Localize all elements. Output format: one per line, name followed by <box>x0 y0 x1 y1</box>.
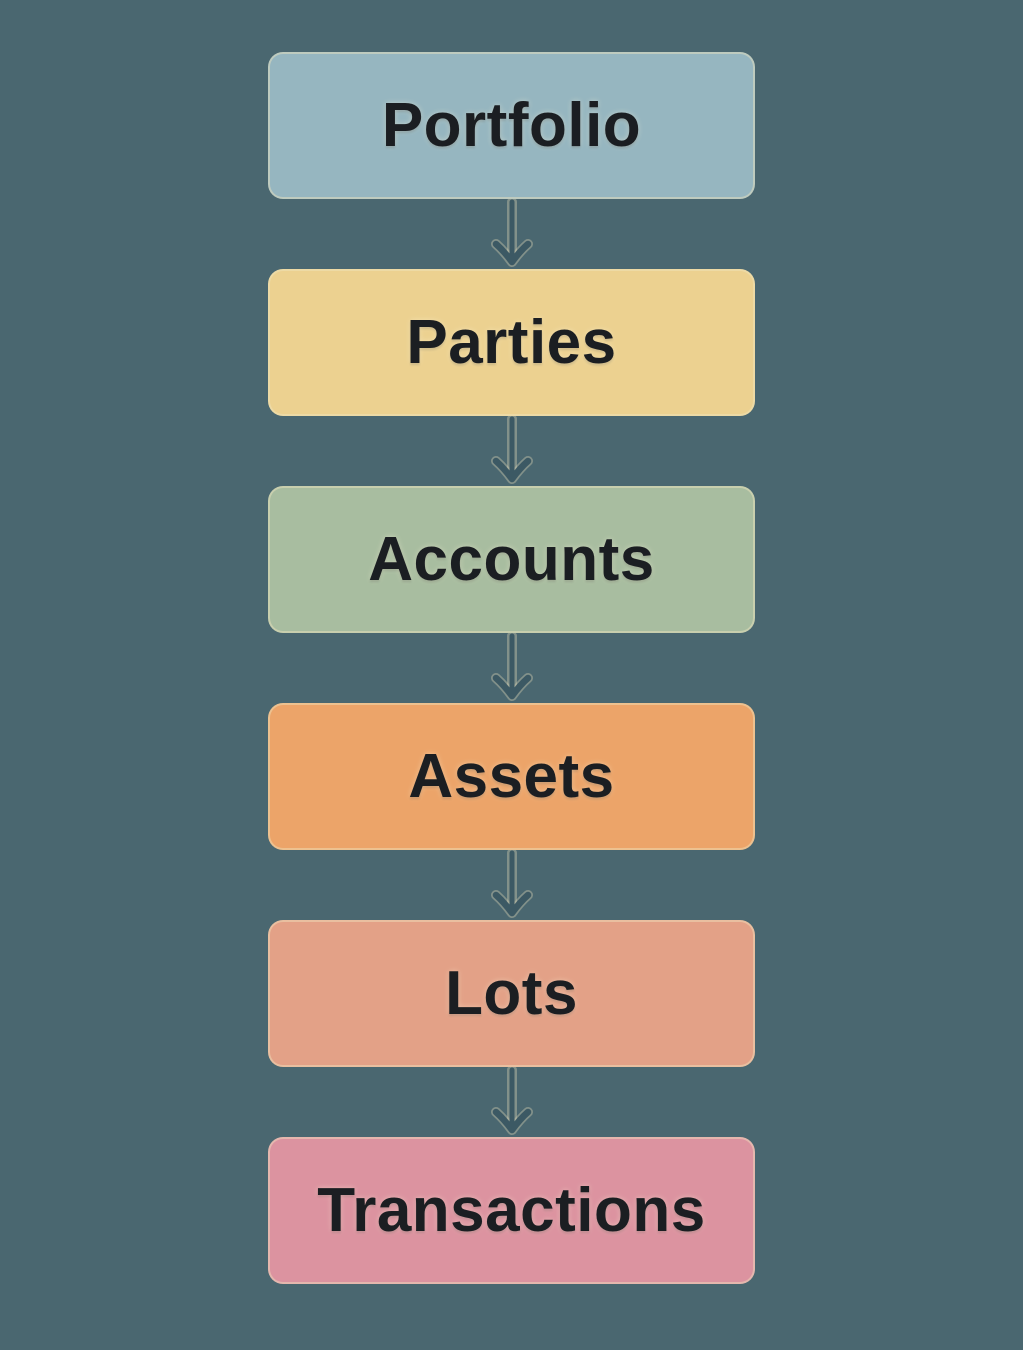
arrow-stroke <box>492 199 531 266</box>
node-portfolio: Portfolio <box>268 52 755 199</box>
node-transactions: Transactions <box>268 1137 755 1284</box>
arrow-lots-to-transactions-icon <box>490 1067 533 1135</box>
arrow-accounts-to-assets-icon <box>490 633 533 701</box>
node-accounts: Accounts <box>268 486 755 633</box>
arrow-stroke <box>492 416 531 483</box>
node-parties: Parties <box>268 269 755 416</box>
node-transactions-label: Transactions <box>317 1176 706 1245</box>
node-assets-label: Assets <box>408 742 615 811</box>
node-assets: Assets <box>268 703 755 850</box>
node-parties-label: Parties <box>406 308 617 377</box>
arrow-portfolio-to-parties-icon <box>490 199 533 267</box>
node-accounts-label: Accounts <box>368 525 655 594</box>
arrow-assets-to-lots-icon <box>490 850 533 918</box>
node-lots: Lots <box>268 920 755 1067</box>
arrow-stroke <box>492 850 531 917</box>
arrow-stroke <box>492 1067 531 1134</box>
arrow-parties-to-accounts-icon <box>490 416 533 484</box>
node-portfolio-label: Portfolio <box>381 91 642 160</box>
node-lots-label: Lots <box>445 959 578 1028</box>
arrow-stroke <box>492 633 531 700</box>
